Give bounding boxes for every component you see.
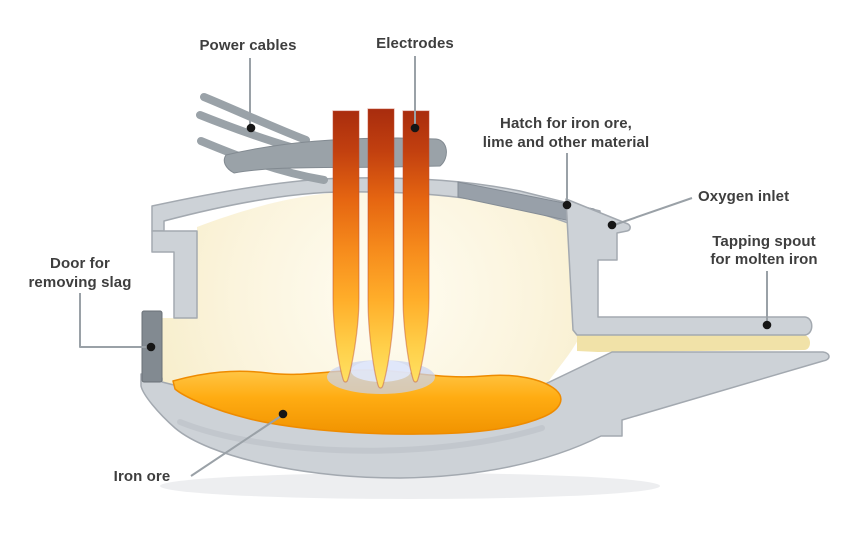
- leader-iron-ore: [190, 415, 282, 477]
- label-tapping-spout-line2: for molten iron: [710, 251, 817, 268]
- leader-oxygen-inlet: [613, 197, 693, 226]
- dot-hatch: [562, 200, 572, 210]
- dot-iron-ore: [278, 409, 288, 419]
- electrode-2: [367, 108, 395, 389]
- label-power-cables: Power cables: [199, 37, 296, 54]
- left-wall-bracket: [151, 230, 198, 319]
- spout-channel: [577, 333, 810, 352]
- dot-power-cables: [246, 123, 256, 133]
- callout-dots: [146, 123, 772, 419]
- label-hatch-line2: lime and other material: [483, 134, 650, 151]
- right-wall-and-spout-top: [565, 198, 813, 336]
- dot-slag-door: [146, 342, 156, 352]
- label-slag-door-line1: Door for: [50, 255, 110, 272]
- electrode-1: [332, 110, 360, 383]
- leader-slag-door: [79, 293, 148, 348]
- hearth-inner-shade: [177, 419, 545, 454]
- vessel-shadow: [160, 473, 660, 499]
- electrode-3: [402, 110, 430, 383]
- label-slag-door-line2: removing slag: [29, 274, 132, 291]
- label-tapping-spout-line1: Tapping spout: [712, 233, 816, 250]
- leader-lines: [79, 56, 768, 477]
- label-iron-ore: Iron ore: [114, 468, 171, 485]
- dot-electrodes: [410, 123, 420, 133]
- label-oxygen-inlet: Oxygen inlet: [698, 188, 789, 205]
- label-electrodes: Electrodes: [376, 35, 454, 52]
- dot-oxygen-inlet: [607, 220, 617, 230]
- cable-strand-1: [200, 93, 310, 144]
- electrodes: [332, 108, 430, 389]
- dot-tapping-spout: [762, 320, 772, 330]
- molten-pool: [172, 369, 562, 435]
- label-hatch-line1: Hatch for iron ore,: [500, 115, 632, 132]
